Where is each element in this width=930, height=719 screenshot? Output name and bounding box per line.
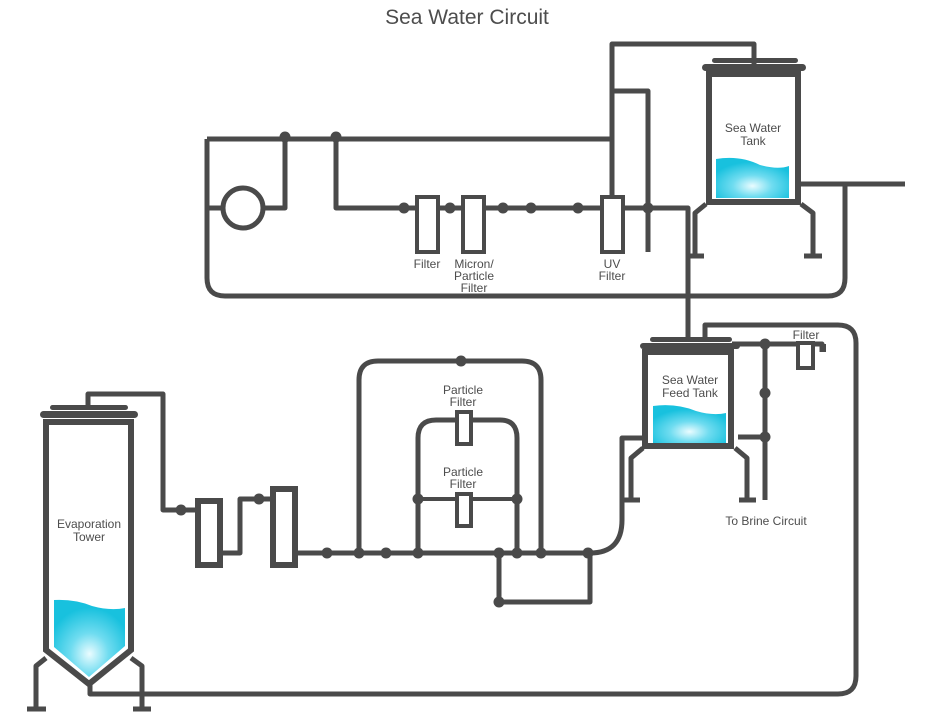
junction-node [511,547,523,559]
junction-node [493,596,505,608]
junction-node [412,493,424,505]
uv-filter-label-1: UV [604,257,621,271]
junction-node [511,493,523,505]
particle-filter-upper-label-2: Filter [450,395,477,409]
tower-leg-left [27,656,48,712]
junction-node [380,547,392,559]
particle-filter-lower [455,492,473,528]
junction-node [455,355,467,367]
junction-node [642,202,654,214]
junction-node [330,131,342,143]
tank-lid [702,64,806,71]
pump-icon [220,185,266,231]
uv-bypass-pipe [612,88,651,252]
tower-outlet-pipe [85,391,196,513]
feed-tank-lid-top [650,337,732,342]
tower-label-1: Evaporation [57,517,121,531]
junction-node [535,547,547,559]
pump-branch-pipe [207,136,288,211]
tower-leg-right [129,655,151,712]
feed-tank-filter-label: Filter [793,328,820,342]
junction-node [353,547,365,559]
junction-node [412,547,424,559]
tank-leg-right [799,202,822,259]
junction-node [582,547,594,559]
upper-return-pipe [204,139,905,299]
feed-tank-lid [640,343,740,349]
pre-filter-2 [270,486,298,568]
feed-tank-label-1: Sea Water [662,373,718,387]
junction-node [253,493,265,505]
filter-1-label: Filter [414,257,441,271]
feed-tank-filter [796,341,815,370]
junction-node [493,547,505,559]
evaporation-tower: Evaporation Tower [27,405,151,712]
feed-return-loop-pipe [87,322,859,697]
feed-tank-label-2: Feed Tank [662,386,719,400]
junction-node [444,202,456,214]
junction-node [759,387,771,399]
uv-filter-label-2: Filter [599,269,626,283]
micron-particle-filter [461,195,486,254]
particle-filter-lower-label-1: Particle [443,465,483,479]
diagram-title: Sea Water Circuit [385,6,549,29]
junction-node [525,202,537,214]
lower-circuit: Particle Filter Particle Filter Filter S… [27,322,859,712]
junction-node [572,202,584,214]
micron-filter-label-1: Micron/ [454,257,494,271]
lower-bypass-pipe [496,553,593,605]
junction-node [759,338,771,350]
interfilter-pipe [219,496,272,556]
junction-node [497,202,509,214]
particle-filter-upper-label-1: Particle [443,383,483,397]
brine-circuit-label: To Brine Circuit [725,514,807,528]
tank-lid-top [712,58,798,63]
micron-filter-label-3: Filter [461,281,488,295]
particle-filter-lower-label-2: Filter [450,477,477,491]
sea-water-tank: Sea Water Tank [688,58,822,259]
feed-tank-leg-right [733,446,756,503]
junction-node [175,504,187,516]
filter-line-pipe [333,136,691,338]
sea-water-tank-label-1: Sea Water [725,121,781,135]
tower-water [54,599,125,677]
tank-leg-left [688,202,708,259]
tower-label-2: Tower [73,530,105,544]
junction-node [398,202,410,214]
feed-tank-water [653,405,726,443]
outer-arch-pipe [356,358,544,553]
tower-lid [40,411,138,418]
uv-riser-pipe [609,41,757,198]
pre-filter-1 [195,498,223,568]
junction-node [279,131,291,143]
micron-filter-label-2: Particle [454,269,494,283]
uv-filter [600,195,625,254]
feed-tank-leg-left [624,446,645,503]
sea-water-tank-label-2: Tank [740,134,766,148]
particle-filter-upper [455,410,473,446]
upper-circuit: Filter Micron/ Particle Filter UV Filter… [204,41,905,338]
filter-cap [820,344,826,352]
tower-lid-top [50,405,128,410]
tank-water [716,157,789,198]
junction-node [321,547,333,559]
filter-1 [415,195,440,254]
junction-node [759,431,771,443]
sea-water-feed-tank: Sea Water Feed Tank [624,337,756,503]
